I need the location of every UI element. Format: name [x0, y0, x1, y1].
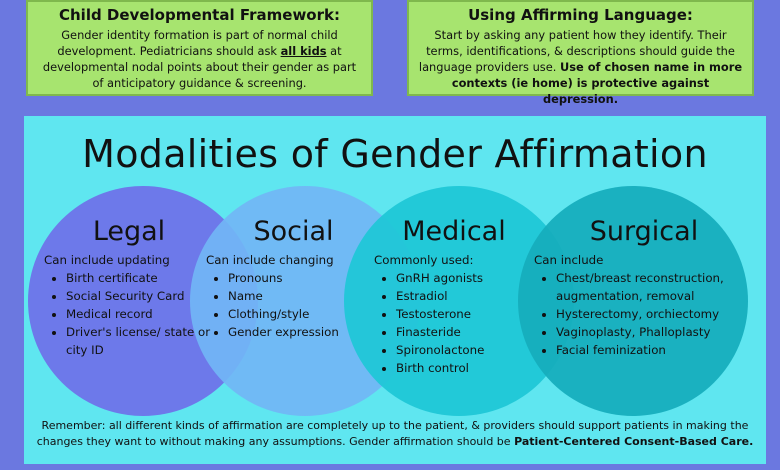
list-item: Driver's license/ state or city ID	[66, 323, 214, 359]
language-text-part1: Start by asking any patient how they ide…	[418, 28, 735, 74]
remember-note: Remember: all different kinds of affirma…	[34, 418, 756, 450]
surgical-circle	[518, 186, 748, 416]
list-item: Chest/breast reconstruction, augmentatio…	[556, 269, 754, 305]
list-item: Pronouns	[228, 269, 381, 287]
framework-text-part2: at developmental nodal points about thei…	[42, 44, 357, 90]
list-item: Social Security Card	[66, 287, 214, 305]
legal-lead: Can include updating	[44, 253, 170, 267]
surgical-title: Surgical	[589, 216, 699, 247]
surgical-list: Chest/breast reconstruction, augmentatio…	[534, 269, 754, 359]
legal-title: Legal	[92, 216, 166, 247]
list-item: Birth certificate	[66, 269, 214, 287]
legal-column: Legal Can include updating Birth certifi…	[44, 216, 214, 359]
social-column: Social Can include changing Pronouns Nam…	[206, 216, 381, 341]
list-item: Hysterectomy, orchiectomy	[556, 305, 754, 323]
remember-bold: Patient-Centered Consent-Based Care.	[514, 435, 754, 448]
language-text-bold: Use of chosen name in more contexts (ie …	[451, 60, 743, 106]
surgical-lead: Can include	[534, 253, 604, 267]
main-title: Modalities of Gender Affirmation	[82, 132, 708, 176]
list-item: Clothing/style	[228, 305, 381, 323]
legal-list: Birth certificate Social Security Card M…	[44, 269, 214, 359]
list-item: Testosterone	[396, 305, 534, 323]
social-title: Social	[253, 216, 334, 247]
list-item: Birth control	[396, 359, 534, 377]
language-heading: Using Affirming Language:	[468, 6, 693, 24]
language-box: Using Affirming Language: Start by askin…	[407, 0, 754, 106]
list-item: Gender expression	[228, 323, 381, 341]
medical-column: Medical Commonly used: GnRH agonists Est…	[374, 216, 534, 377]
social-list: Pronouns Name Clothing/style Gender expr…	[206, 269, 381, 341]
medical-title: Medical	[402, 216, 506, 247]
framework-box: Child Developmental Framework: Gender id…	[26, 0, 373, 96]
framework-text-part1: Gender identity formation is part of nor…	[57, 28, 338, 58]
modalities-panel: Modalities of Gender Affirmation Legal C…	[24, 116, 766, 464]
framework-heading: Child Developmental Framework:	[59, 6, 340, 24]
framework-text-emphasis: all kids	[280, 44, 327, 58]
language-text: Start by asking any patient how they ide…	[417, 27, 744, 107]
list-item: Estradiol	[396, 287, 534, 305]
list-item: Facial feminization	[556, 341, 754, 359]
list-item: GnRH agonists	[396, 269, 534, 287]
surgical-column: Surgical Can include Chest/breast recons…	[534, 216, 754, 359]
list-item: Spironolactone	[396, 341, 534, 359]
remember-text: Remember: all different kinds of affirma…	[36, 419, 749, 448]
medical-list: GnRH agonists Estradiol Testosterone Fin…	[374, 269, 534, 377]
list-item: Name	[228, 287, 381, 305]
list-item: Vaginoplasty, Phalloplasty	[556, 323, 754, 341]
medical-lead: Commonly used:	[374, 253, 474, 267]
list-item: Medical record	[66, 305, 214, 323]
list-item: Finasteride	[396, 323, 534, 341]
framework-text: Gender identity formation is part of nor…	[36, 27, 363, 91]
social-lead: Can include changing	[206, 253, 334, 267]
